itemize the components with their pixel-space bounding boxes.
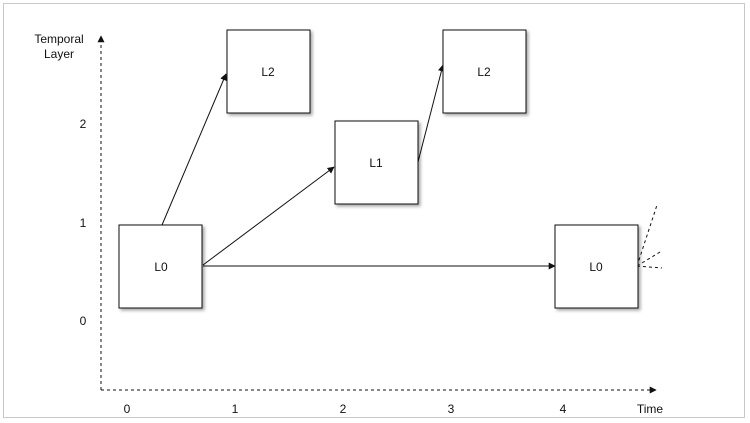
node-label: L2 xyxy=(477,65,491,79)
continuation-stub-up xyxy=(636,204,658,267)
x-axis-title: Time xyxy=(637,402,664,416)
x-tick-2: 2 xyxy=(340,402,347,416)
continuation-stub-right xyxy=(636,265,663,269)
node-l2-t3: L2 xyxy=(442,29,527,114)
figure-frame xyxy=(3,3,745,418)
node-l1-t2: L1 xyxy=(334,120,419,205)
y-tick-2: 2 xyxy=(80,117,87,131)
node-label: L0 xyxy=(589,260,603,274)
y-tick-1: 1 xyxy=(80,216,87,230)
x-tick-0: 0 xyxy=(124,402,131,416)
edge-l0-to-l2 xyxy=(161,73,227,226)
continuation-stub-mid xyxy=(636,251,661,267)
node-l2-t1: L2 xyxy=(226,29,311,114)
node-label: L0 xyxy=(154,260,168,274)
node-l0-t0: L0 xyxy=(118,224,203,309)
x-tick-4: 4 xyxy=(560,402,567,416)
edge-l0-to-l1 xyxy=(202,166,335,266)
x-tick-1: 1 xyxy=(232,402,239,416)
node-label: L1 xyxy=(369,156,383,170)
edge-l1-to-l2 xyxy=(417,64,445,163)
y-axis-title-line1: Temporal xyxy=(34,32,83,46)
y-tick-0: 0 xyxy=(80,314,87,328)
node-l0-t4: L0 xyxy=(554,224,639,309)
node-label: L2 xyxy=(261,65,275,79)
y-axis-title-line2: Layer xyxy=(44,47,74,61)
x-tick-3: 3 xyxy=(448,402,455,416)
